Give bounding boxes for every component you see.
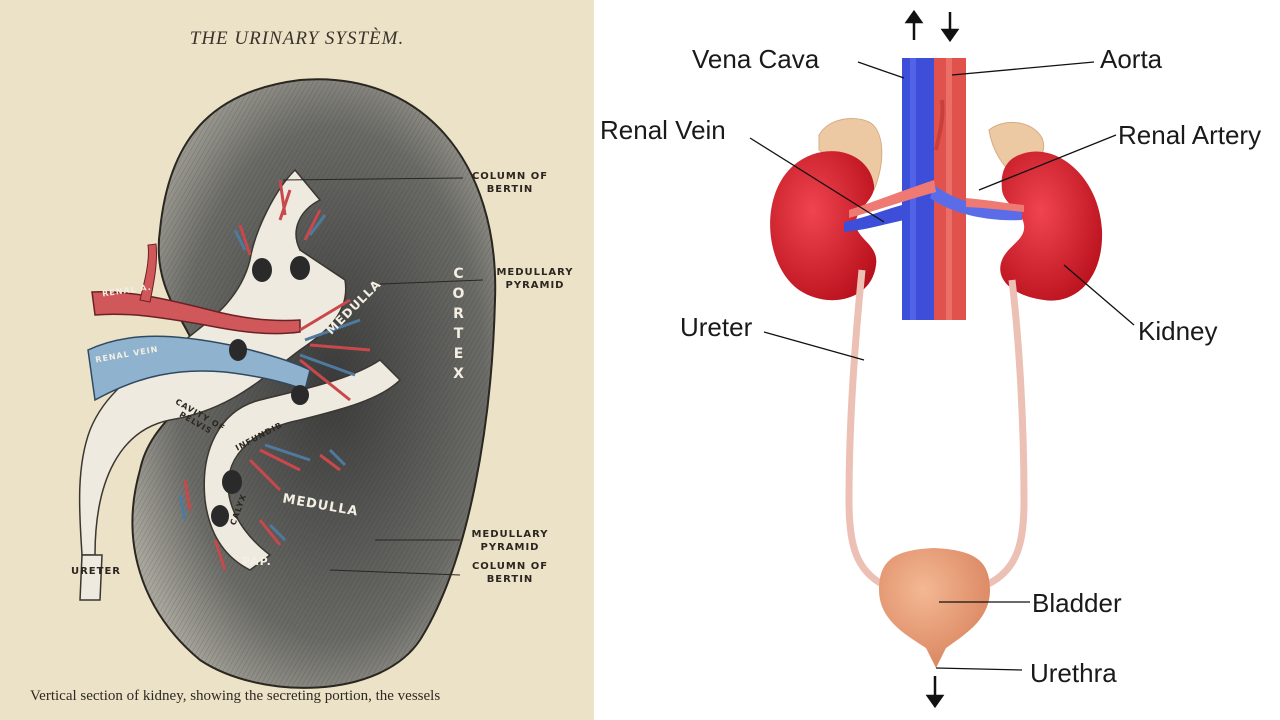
renal-vein-right xyxy=(930,185,1022,221)
label-column-of-bertin-top: COLUMN OF BERTIN xyxy=(471,171,549,195)
label-cortex: CORTEX xyxy=(452,266,466,382)
urinary-diagram-panel: Vena Cava Aorta Renal Vein Renal Artery … xyxy=(594,0,1280,720)
renal-artery-right xyxy=(966,198,1024,212)
plate-caption: Vertical section of kidney, showing the … xyxy=(30,688,441,704)
kidney-right xyxy=(1000,151,1103,301)
renal-vein-left xyxy=(844,205,904,232)
vintage-plate-panel: THE URINARY SYSTÈM. xyxy=(0,0,594,720)
ureter-tube xyxy=(79,554,103,601)
label-renal-artery: Renal Artery xyxy=(1118,120,1262,150)
ureter-left xyxy=(845,269,886,589)
label-ureter-plate: URETER xyxy=(70,566,121,577)
kidney-left xyxy=(770,151,877,301)
label-vena-cava: Vena Cava xyxy=(692,44,820,74)
renal-artery-left xyxy=(849,180,936,218)
bladder-organ xyxy=(879,548,990,668)
label-medullary-pyramid-bottom: MEDULLARY PYRAMID xyxy=(471,529,549,553)
renal-vein-vessel xyxy=(87,335,311,402)
label-renal-vein: Renal Vein xyxy=(600,115,726,145)
plate-title: THE URINARY SYSTÈM. xyxy=(189,28,405,49)
renal-artery-vessel xyxy=(91,290,301,335)
flow-arrows-top xyxy=(904,9,960,43)
label-urethra: Urethra xyxy=(1030,658,1117,688)
label-medullary-pyramid-top: MEDULLARY PYRAMID xyxy=(496,267,574,291)
ureter-right xyxy=(984,279,1028,589)
label-column-of-bertin-bottom: COLUMN OF BERTIN xyxy=(471,561,549,585)
label-kidney: Kidney xyxy=(1138,316,1218,346)
label-pap: PAP. xyxy=(242,555,272,568)
label-ureter: Ureter xyxy=(680,312,753,342)
label-bladder: Bladder xyxy=(1032,588,1122,618)
urinary-system-diagram xyxy=(749,9,1135,709)
kidney-section-illustration xyxy=(78,78,497,689)
label-aorta: Aorta xyxy=(1100,44,1163,74)
flow-arrow-bottom xyxy=(925,676,945,709)
